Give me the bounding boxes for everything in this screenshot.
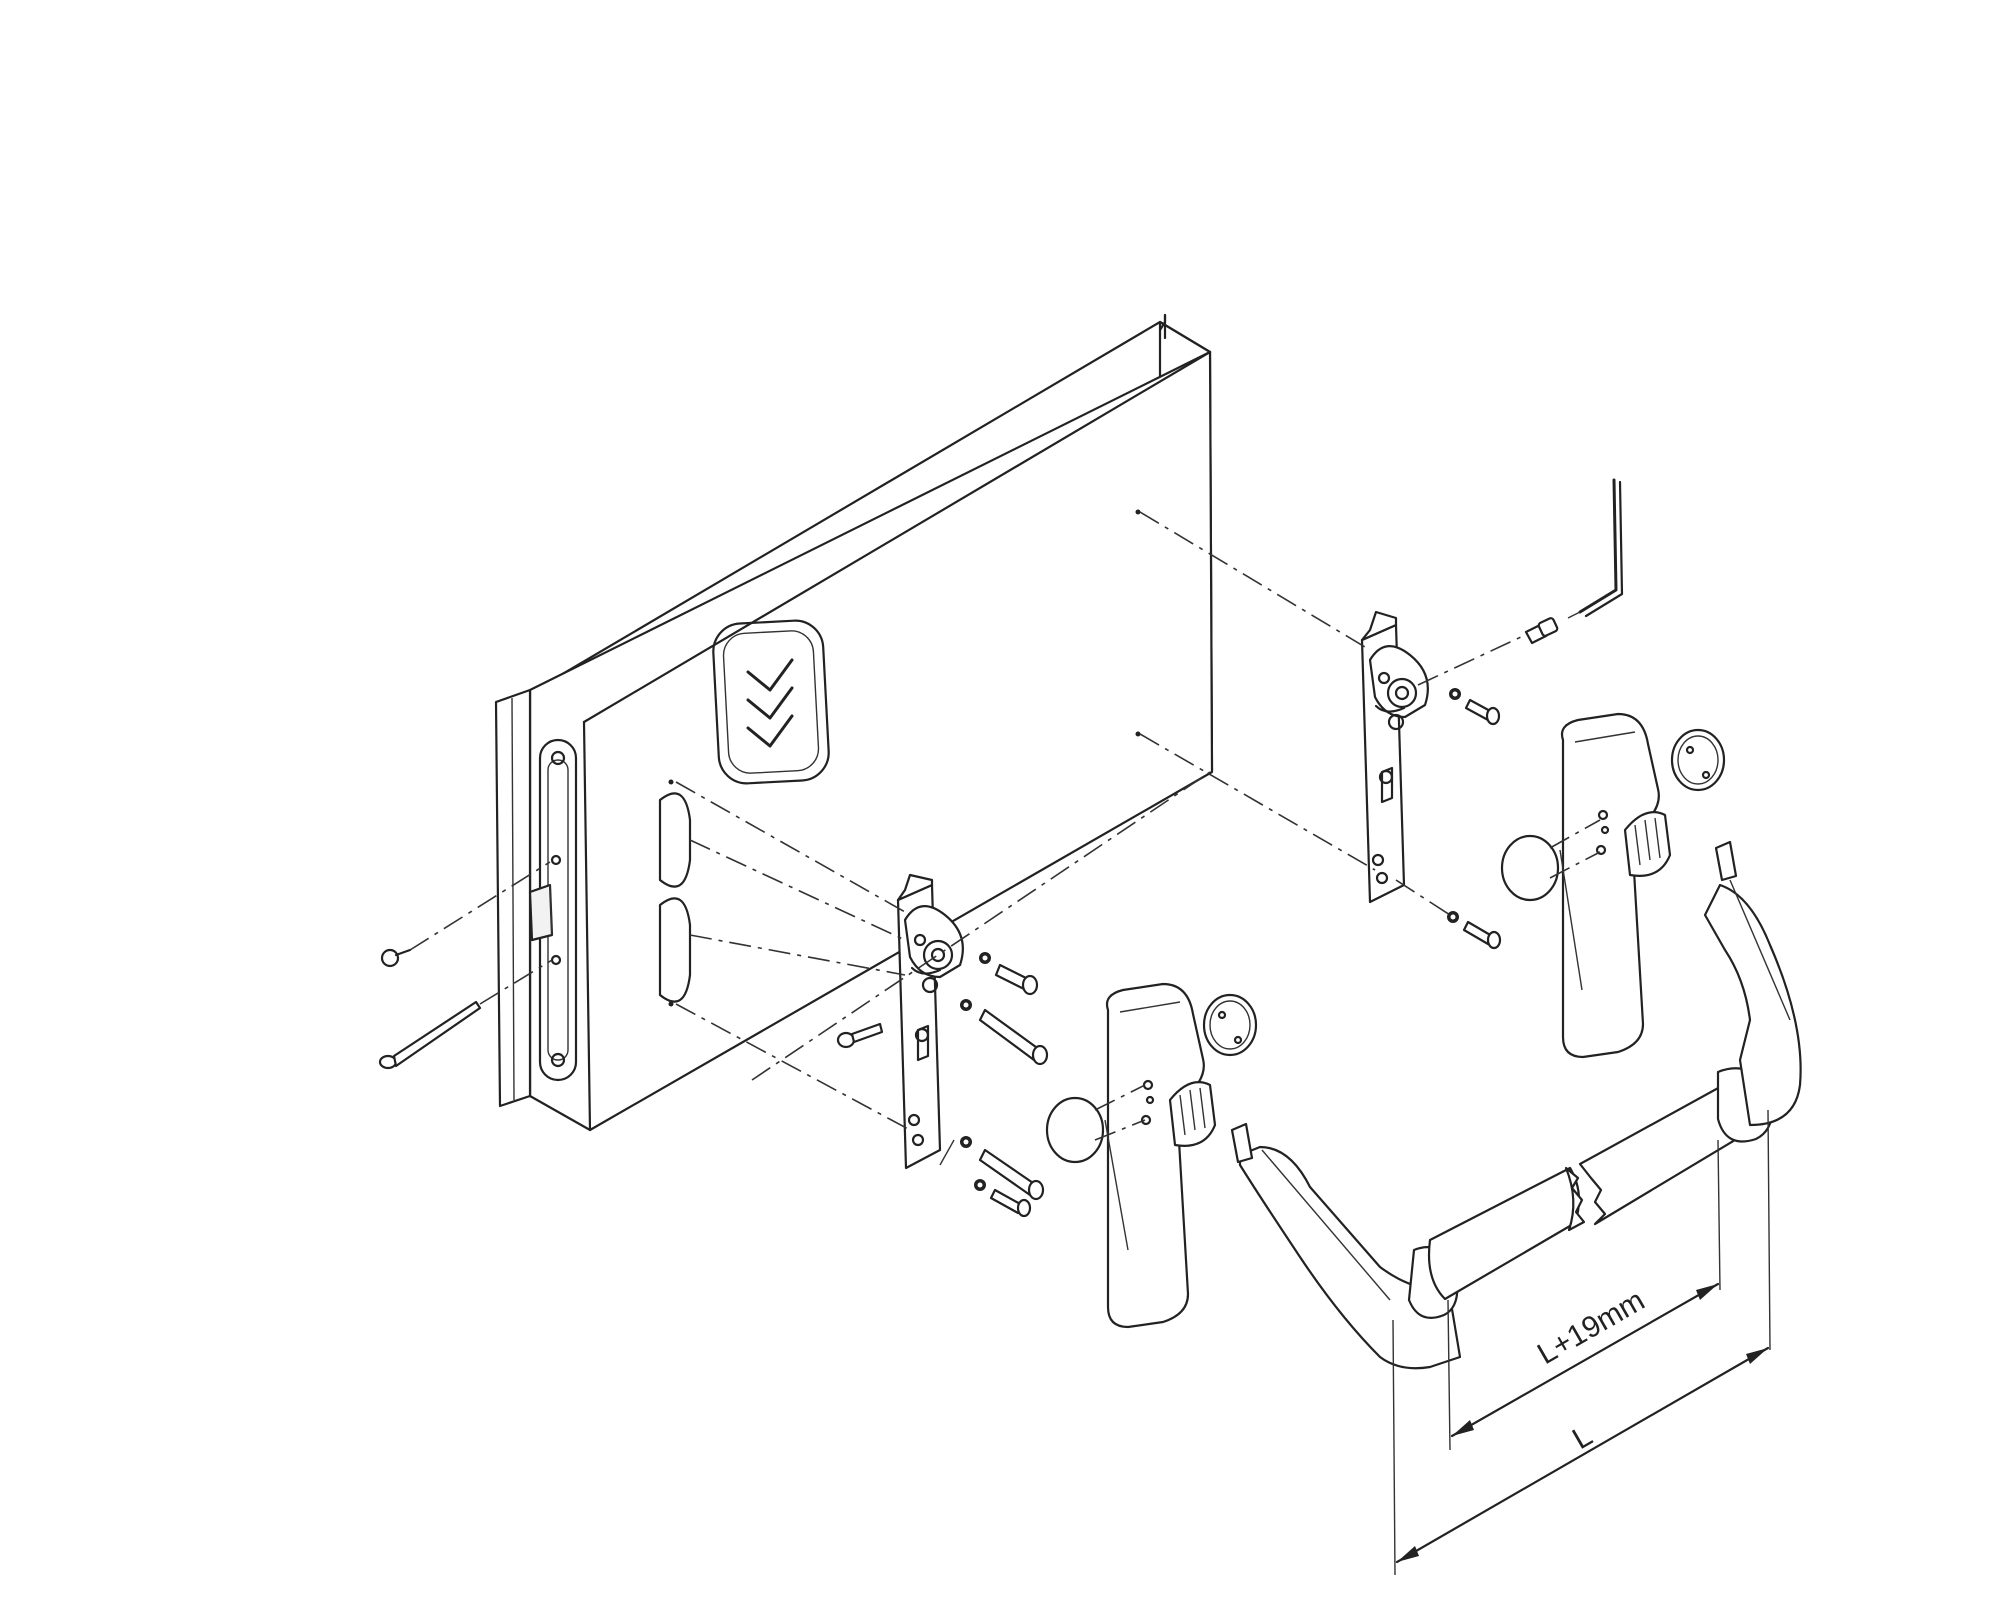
dimension-overall-label: L [1567, 1419, 1598, 1456]
faceplate-screw-short [380, 861, 551, 968]
dimension-overall [1392, 1109, 1771, 1576]
dimension-inner-label: L+19mm [1532, 1284, 1650, 1371]
lock-case [494, 313, 1214, 1132]
right-rosette-cover [1500, 834, 1560, 902]
faceplate-screw-long [378, 959, 553, 1070]
left-mounting-bracket [896, 873, 964, 1170]
right-rosette-ring [1670, 728, 1726, 792]
latch-bolt [528, 883, 554, 942]
allen-key [1567, 478, 1624, 619]
left-rosette-ring [1202, 993, 1258, 1057]
left-lever-handle [1104, 982, 1217, 1329]
right-screw-set [1395, 629, 1537, 950]
panic-bar-assembly [1230, 840, 1802, 1370]
right-mounting-bracket [1360, 610, 1429, 904]
brand-logo [712, 619, 830, 785]
cylinder-cutouts [658, 509, 1141, 1007]
left-screw-set [836, 952, 1049, 1218]
right-lever-handle [1559, 712, 1672, 1059]
dimension-inner [1447, 1139, 1721, 1451]
left-rosette-cover [1045, 1096, 1105, 1164]
grub-screw [1524, 617, 1559, 645]
